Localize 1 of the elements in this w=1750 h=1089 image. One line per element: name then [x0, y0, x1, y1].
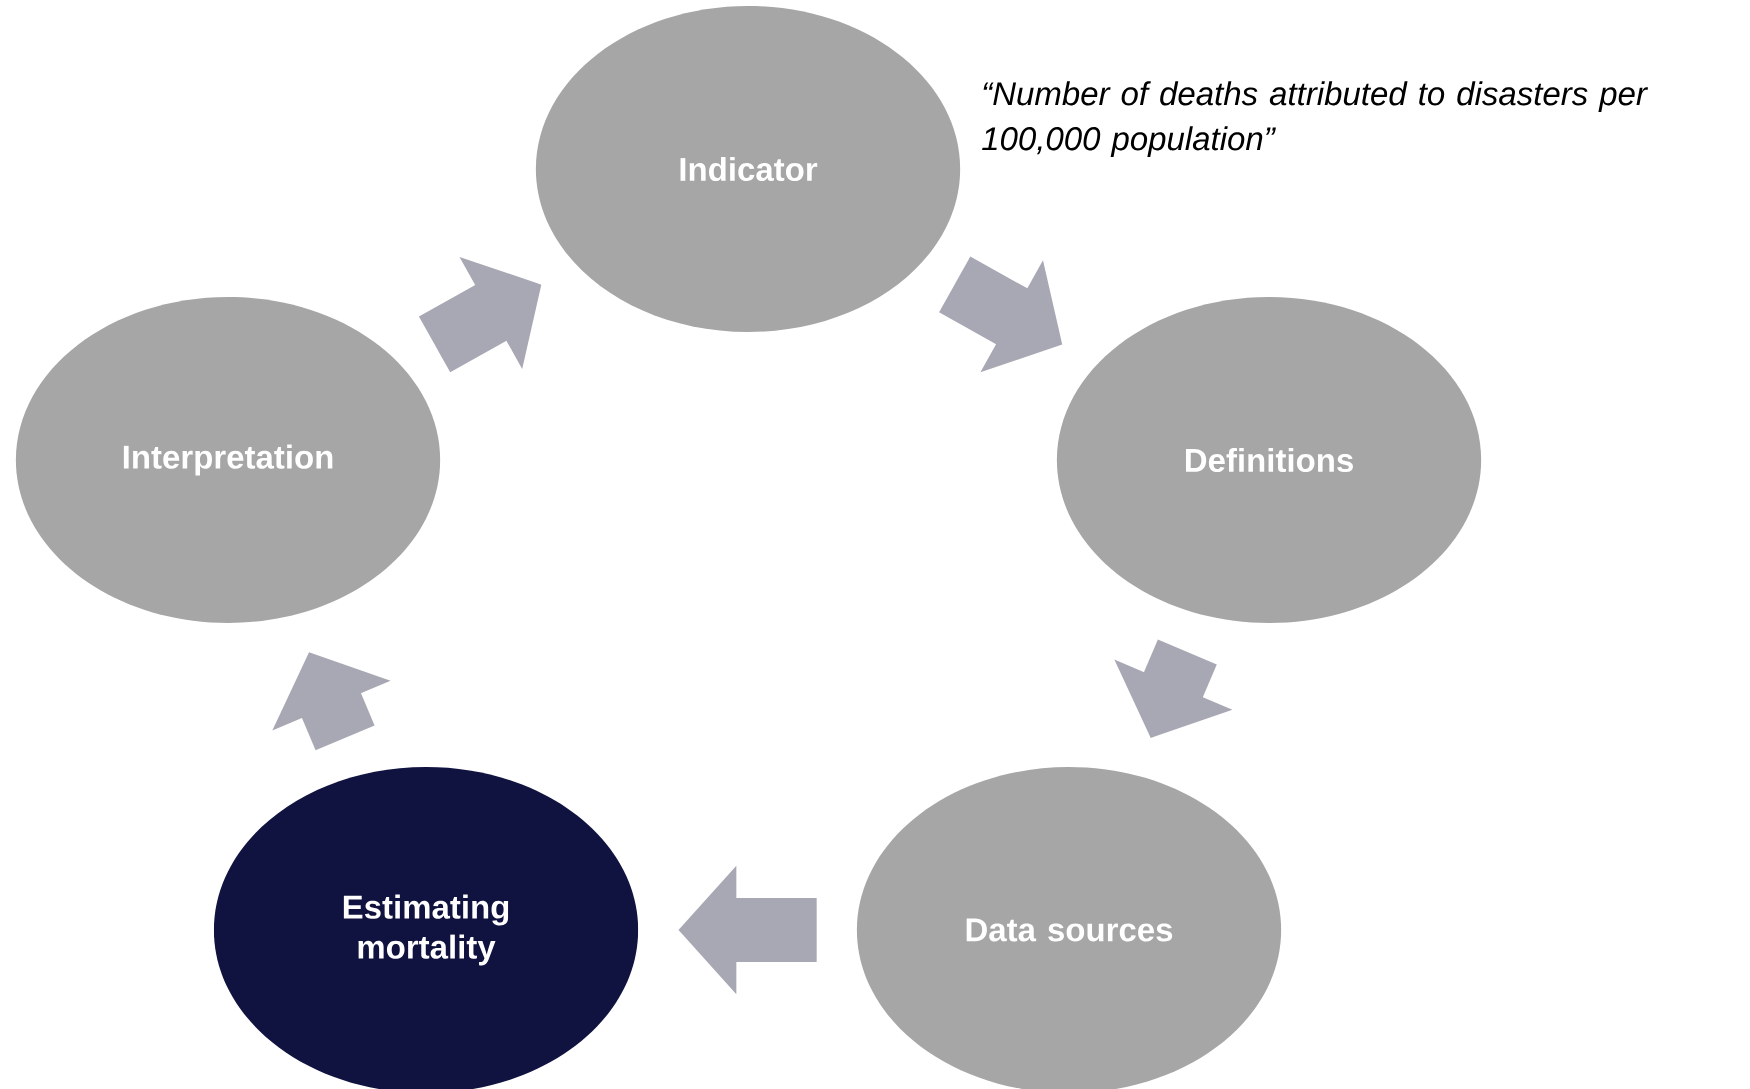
quote-text: “Number of deaths attributed to disasters per 100,000 population” — [982, 81, 1649, 157]
